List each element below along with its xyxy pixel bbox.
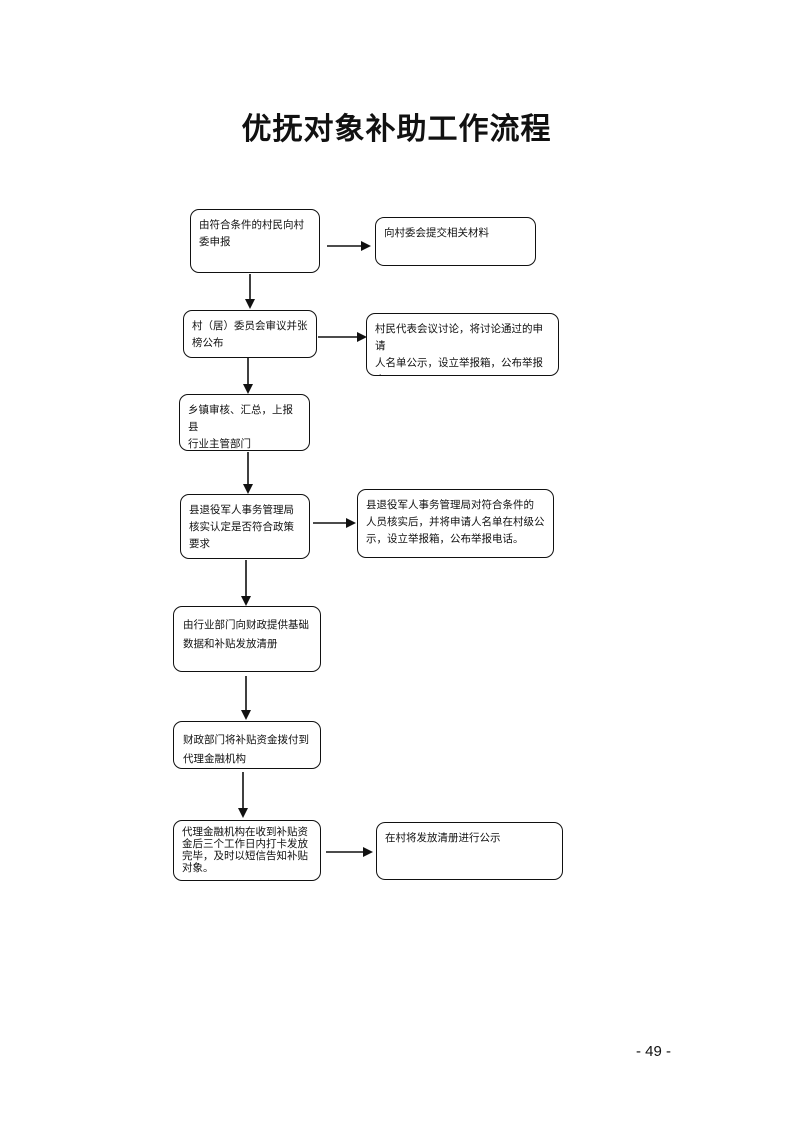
page-number: - 49 -	[636, 1043, 672, 1060]
step-1-side-box: 向村委会提交相关材料	[375, 217, 536, 266]
page-title: 优抚对象补助工作流程	[241, 112, 552, 147]
step-5-box: 由行业部门向财政提供基础 数据和补贴发放清册	[173, 606, 321, 672]
step-2-side-box: 村民代表会议讨论，将讨论通过的申请 人名单公示，设立举报箱，公布举报电 话，公示…	[366, 313, 559, 376]
step-6-box: 财政部门将补贴资金拨付到 代理金融机构	[173, 721, 321, 769]
step-4-box: 县退役军人事务管理局 核实认定是否符合政策 要求	[180, 494, 310, 559]
step-4-side-box: 县退役军人事务管理局对符合条件的 人员核实后，并将申请人名单在村级公 示，设立举…	[357, 489, 554, 558]
step-3-box: 乡镇审核、汇总，上报县 行业主管部门	[179, 394, 310, 451]
step-2-box: 村（居）委员会审议并张 榜公布	[183, 310, 317, 358]
step-1-box: 由符合条件的村民向村 委申报	[190, 209, 320, 273]
step-7-side-box: 在村将发放清册进行公示	[376, 822, 563, 880]
step-7-box: 代理金融机构在收到补贴资 金后三个工作日内打卡发放 完毕，及时以短信告知补贴 对…	[173, 820, 321, 881]
